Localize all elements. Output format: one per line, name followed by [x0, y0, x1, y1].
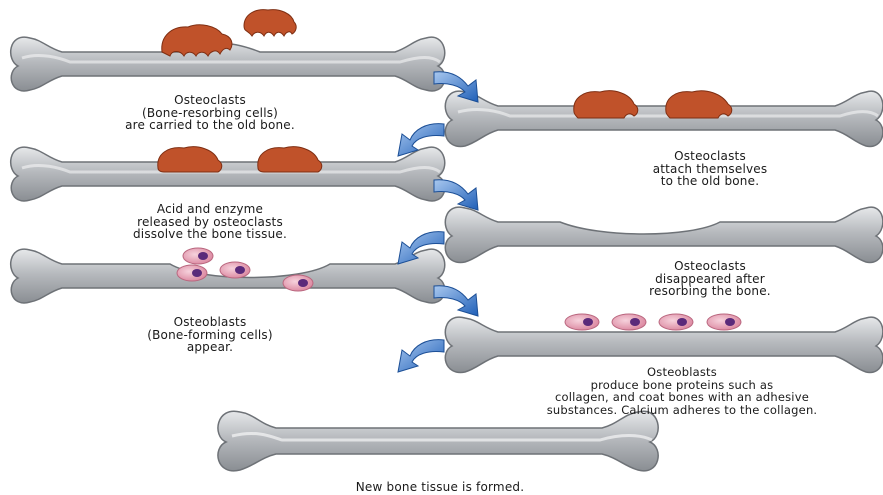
- osteoclast-cell-icon: [666, 91, 732, 118]
- bone-step-4: [445, 207, 883, 262]
- step-3-caption: Acid and enzyme released by osteoclasts …: [80, 203, 340, 241]
- osteoblast-cell-icon: [612, 314, 646, 330]
- osteoblast-cell-icon: [183, 248, 213, 264]
- osteoblast-cell-icon: [659, 314, 693, 330]
- bone-step-7: [218, 411, 658, 471]
- osteoclast-cell-icon: [258, 147, 322, 172]
- osteoclast-cell-icon: [574, 91, 638, 118]
- step-4-caption: Osteoclasts disappeared after resorbing …: [580, 260, 840, 298]
- step-5-caption: Osteoblasts (Bone-forming cells) appear.: [80, 316, 340, 354]
- osteoblast-cell-icon: [283, 275, 313, 291]
- osteoclast-cell-icon: [158, 147, 222, 172]
- osteoclast-cell-icon: [162, 25, 232, 56]
- step-2-caption: Osteoclasts attach themselves to the old…: [580, 150, 840, 188]
- osteoblast-cell-icon: [177, 265, 207, 281]
- blue-curved-arrow-icon: [398, 340, 444, 372]
- bone-step-3: [11, 147, 445, 201]
- osteoblast-cell-icon: [707, 314, 741, 330]
- step-1-caption: Osteoclasts (Bone-resorbing cells) are c…: [70, 94, 350, 132]
- osteoblast-cell-icon: [220, 262, 250, 278]
- step-7-caption: New bone tissue is formed.: [300, 481, 580, 494]
- bone-step-2: [445, 91, 883, 146]
- osteoblast-cell-icon: [565, 314, 599, 330]
- osteoclast-cell-icon: [244, 10, 296, 36]
- step-6-caption: Osteoblasts produce bone proteins such a…: [483, 366, 881, 416]
